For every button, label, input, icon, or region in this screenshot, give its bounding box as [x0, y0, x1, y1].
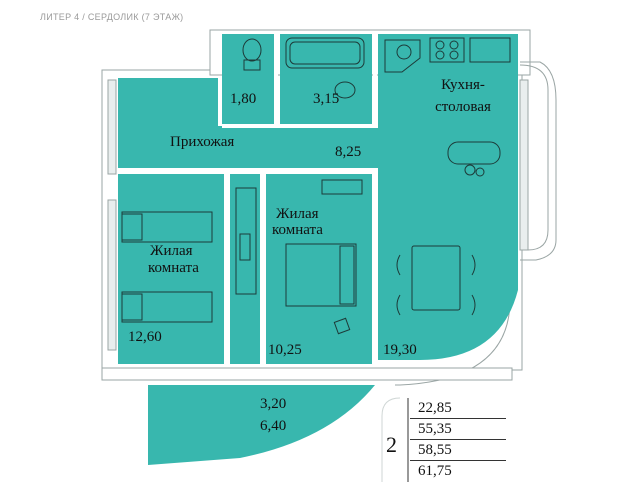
bathtub-icon: [285, 37, 365, 69]
kitchen-area: 19,30: [383, 342, 417, 358]
plan-header: ЛИТЕР 4 / СЕРДОЛИК (7 ЭТАЖ): [40, 12, 184, 22]
area-summary-row: 58,55: [410, 440, 506, 461]
room-wc: [222, 34, 274, 124]
wc-area: 1,80: [230, 91, 257, 107]
stove-icon: [429, 37, 465, 63]
area-summary-row: 61,75: [418, 463, 452, 479]
room-bath: [280, 34, 372, 124]
bedroom-2-name-line1: Жилая: [276, 206, 319, 222]
room-count: 2: [386, 432, 397, 457]
room-balcony: [148, 385, 375, 465]
area-summary-row: 55,35: [410, 419, 506, 440]
bedroom-1-name-line2: комната: [148, 260, 199, 276]
toilet-icon: [242, 38, 262, 62]
area-summary-row: 22,85: [410, 398, 506, 419]
bed-icon-3: [285, 243, 357, 307]
room-bedroom-1: [118, 174, 224, 364]
room-bedroom-1-low: [230, 306, 260, 364]
hall-area: 8,25: [335, 144, 362, 160]
chair-icon: [333, 317, 351, 335]
furniture: [121, 37, 511, 335]
room-kitchen-top: [378, 34, 518, 126]
wardrobe-icon: [235, 187, 257, 295]
bedroom-2-area: 10,25: [268, 342, 302, 358]
dining-table-icon: [411, 245, 461, 311]
bedroom-2-name-line2: комната: [272, 222, 323, 238]
bedroom-1-area: 12,60: [128, 329, 162, 345]
bedroom-1-name-line1: Жилая: [150, 243, 193, 259]
hall-name: Прихожая: [170, 134, 235, 150]
kitchen-name-line1: Кухня-: [441, 77, 485, 93]
room-wardrobe: [230, 174, 260, 306]
summary-frame: [381, 397, 409, 482]
bath-area: 3,15: [313, 91, 340, 107]
balcony-area-full: 6,40: [260, 418, 287, 434]
windows: [107, 79, 529, 351]
kitchen-counter-icon: [447, 141, 501, 165]
sink-icon: [334, 81, 356, 99]
shelf-icon: [321, 179, 363, 195]
kitchen-sink-icon: [384, 39, 421, 73]
room-kitchen-bottom: [378, 168, 518, 360]
balcony-area: 3,20: [260, 396, 287, 412]
area-summary-table: 22,85 55,35 58,55 61,75: [410, 398, 506, 481]
kitchen-name-line2: столовая: [435, 99, 491, 115]
interior-walls: [118, 34, 378, 364]
rooms: [118, 34, 518, 465]
